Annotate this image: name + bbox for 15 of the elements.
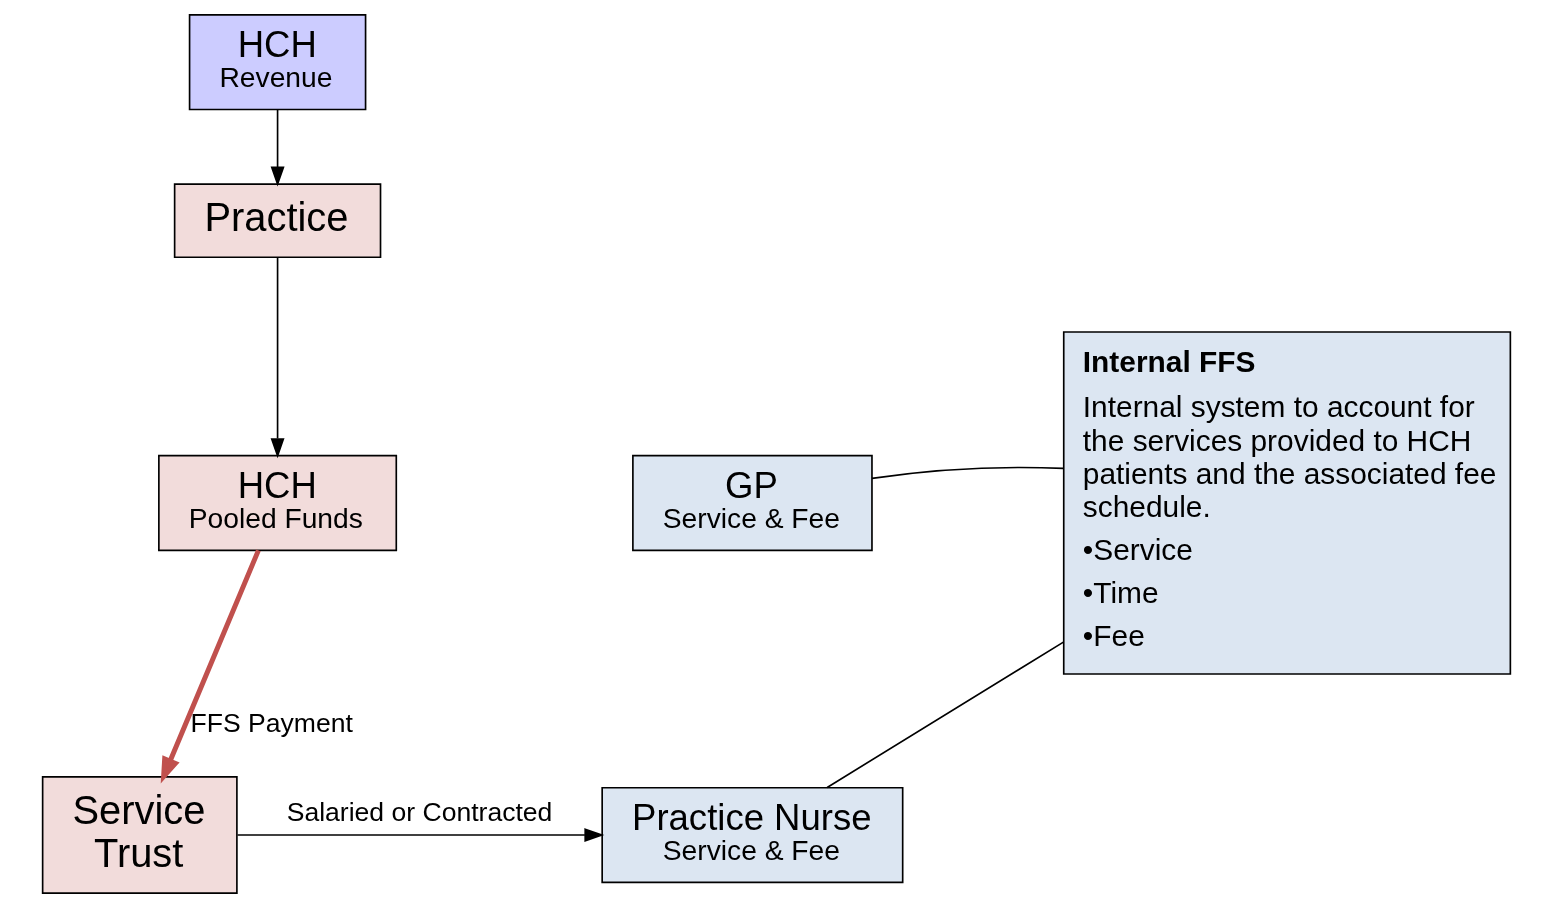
node-box: Service Trust — [41, 776, 238, 894]
connector — [870, 466, 1064, 480]
arrow — [160, 549, 261, 784]
node-box: Internal FFS Internal system to account for the services provided to HCH patients and the associated fee schedule. •Service •Time •Fee — [1062, 331, 1511, 675]
connector — [825, 641, 1064, 789]
node-box: HCH Pooled Funds — [157, 454, 397, 552]
node-box: Practice — [173, 183, 381, 259]
arrow — [270, 108, 285, 187]
node-box: Practice Nurse Service & Fee — [600, 786, 903, 884]
edge-label: FFS Payment — [190, 707, 353, 738]
arrow — [270, 256, 285, 459]
arrow — [236, 828, 604, 842]
node-box: HCH Revenue — [188, 14, 366, 111]
edge-label: Salaried or Contracted — [286, 797, 552, 828]
node-box: GP Service & Fee — [631, 454, 873, 552]
